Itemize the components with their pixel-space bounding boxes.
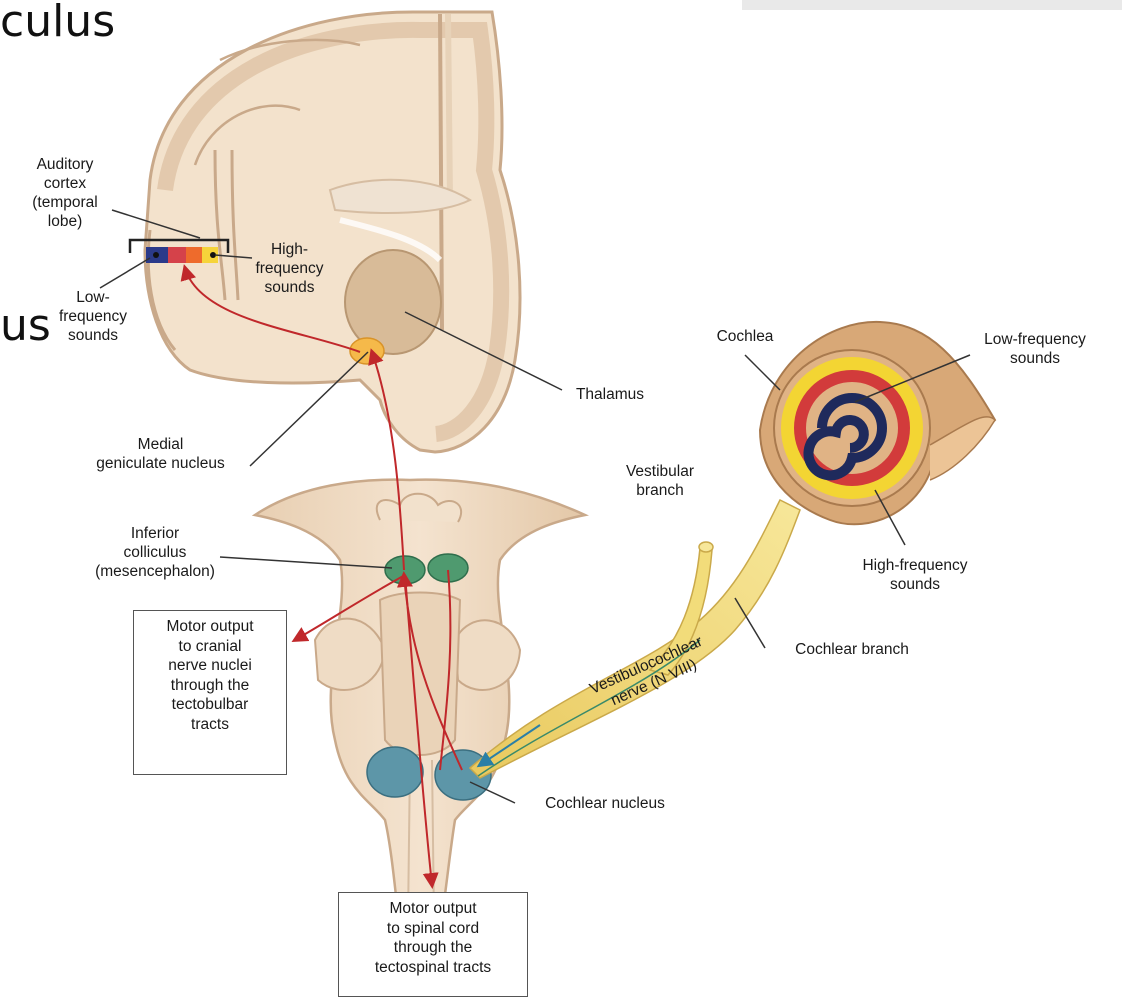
label-low-frequency-right: Low-frequency sounds: [960, 330, 1110, 368]
label-vestibular-branch: Vestibular branch: [605, 462, 715, 500]
label-high-frequency-left: High- frequency sounds: [232, 240, 347, 297]
label-cochlea: Cochlea: [695, 327, 795, 346]
box-motor-output-cranial: Motor output to cranial nerve nuclei thr…: [133, 610, 287, 775]
label-cochlear-nucleus: Cochlear nucleus: [515, 794, 695, 813]
brain-section: [100, 12, 562, 466]
cochlear-nucleus-left: [367, 747, 423, 797]
label-cochlear-branch: Cochlear branch: [762, 640, 942, 659]
label-low-frequency-left: Low- frequency sounds: [38, 288, 148, 345]
thalamus-shape: [345, 250, 441, 354]
vestibulocochlear-nerve: [470, 500, 800, 778]
label-high-frequency-right: High-frequency sounds: [835, 556, 995, 594]
label-inferior-colliculus: Inferior colliculus (mesencephalon): [80, 524, 230, 581]
label-auditory-cortex: Auditory cortex (temporal lobe): [10, 155, 120, 231]
box-motor-output-spinal: Motor output to spinal cord through the …: [338, 892, 528, 997]
label-thalamus: Thalamus: [555, 385, 665, 404]
label-medial-geniculate: Medial geniculate nucleus: [58, 435, 263, 473]
